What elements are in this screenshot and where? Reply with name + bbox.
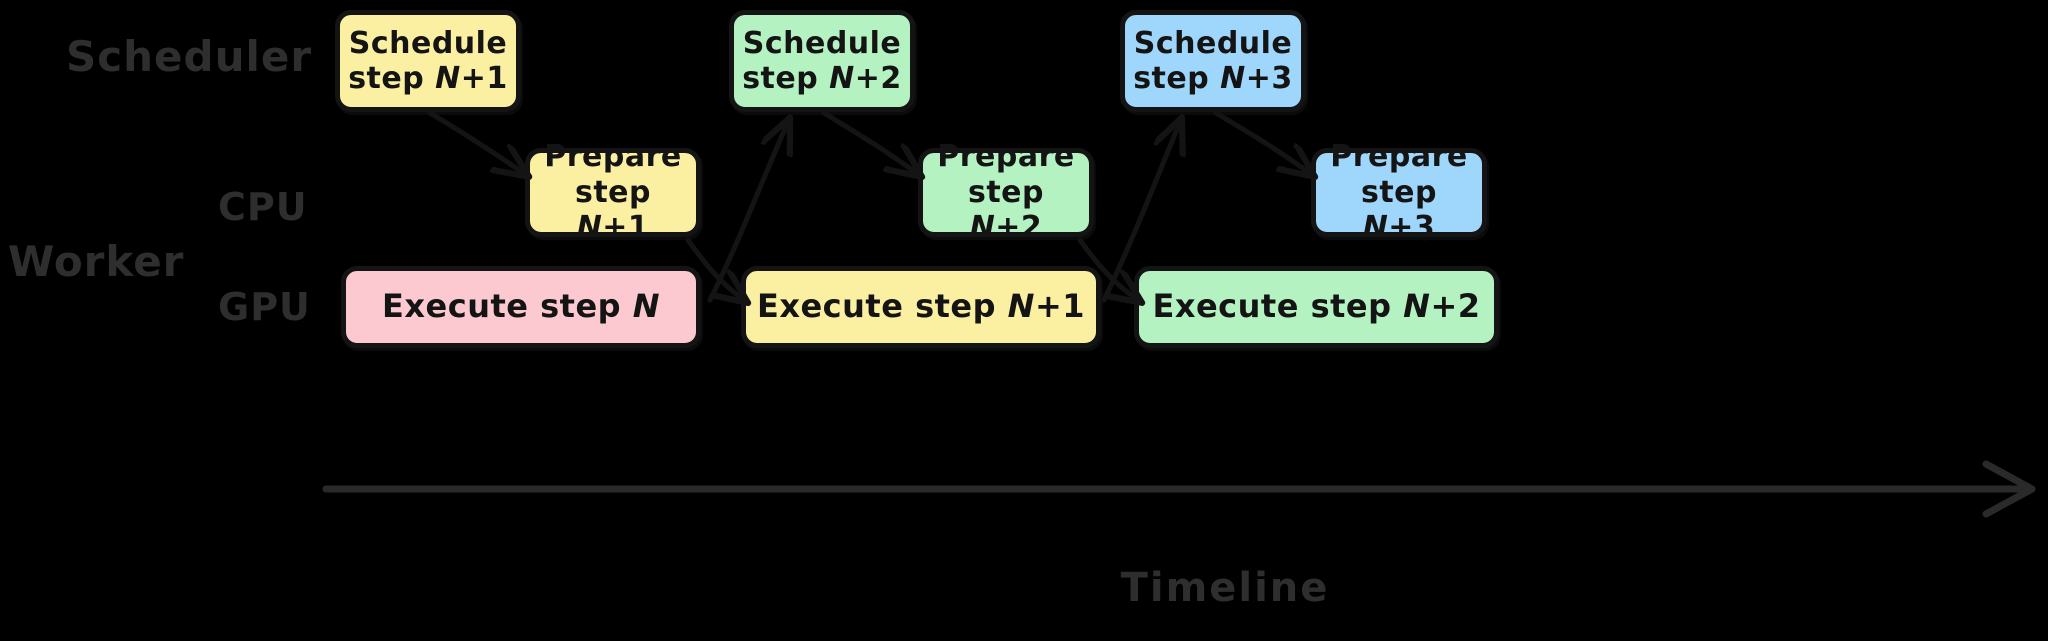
node-schedule-n1-text: Schedule step N+1 [348, 25, 508, 96]
lane-label-cpu: CPU [218, 185, 308, 229]
lane-label-worker: Worker [8, 237, 185, 286]
node-prepare-n2-text: Prepare step N+2 [937, 139, 1075, 246]
node-prepare-n1[interactable]: Prepare step N+1 [525, 139, 701, 245]
node-schedule-n3-text: Schedule step N+3 [1133, 25, 1293, 96]
lane-label-gpu: GPU [218, 285, 311, 329]
node-execute-n1-text: Execute step N+1 [756, 287, 1086, 326]
node-prepare-n3[interactable]: Prepare step N+3 [1311, 139, 1487, 245]
lane-label-scheduler: Scheduler [66, 32, 313, 81]
arrow-schedule-n2-to-prepare-n2 [821, 110, 918, 174]
node-schedule-n1[interactable]: Schedule step N+1 [335, 10, 521, 112]
timeline-axis-label: Timeline [1120, 565, 1330, 611]
node-execute-n-text: Execute step N [382, 287, 660, 326]
node-execute-n1[interactable]: Execute step N+1 [741, 266, 1101, 348]
node-prepare-n1-text: Prepare step N+1 [544, 139, 682, 246]
node-schedule-n2-text: Schedule step N+2 [742, 25, 902, 96]
node-prepare-n2[interactable]: Prepare step N+2 [918, 139, 1094, 245]
timeline-axis [322, 460, 2036, 518]
node-execute-n[interactable]: Execute step N [341, 266, 701, 348]
arrow-schedule-n1-to-prepare-n1 [427, 110, 525, 174]
node-execute-n2-text: Execute step N+2 [1152, 287, 1481, 326]
node-schedule-n3[interactable]: Schedule step N+3 [1120, 10, 1306, 112]
arrow-schedule-n3-to-prepare-n3 [1213, 110, 1311, 174]
node-prepare-n3-text: Prepare step N+3 [1330, 139, 1468, 246]
arrow-right-icon [1982, 460, 2036, 518]
node-schedule-n2[interactable]: Schedule step N+2 [729, 10, 915, 112]
node-execute-n2[interactable]: Execute step N+2 [1134, 266, 1499, 348]
